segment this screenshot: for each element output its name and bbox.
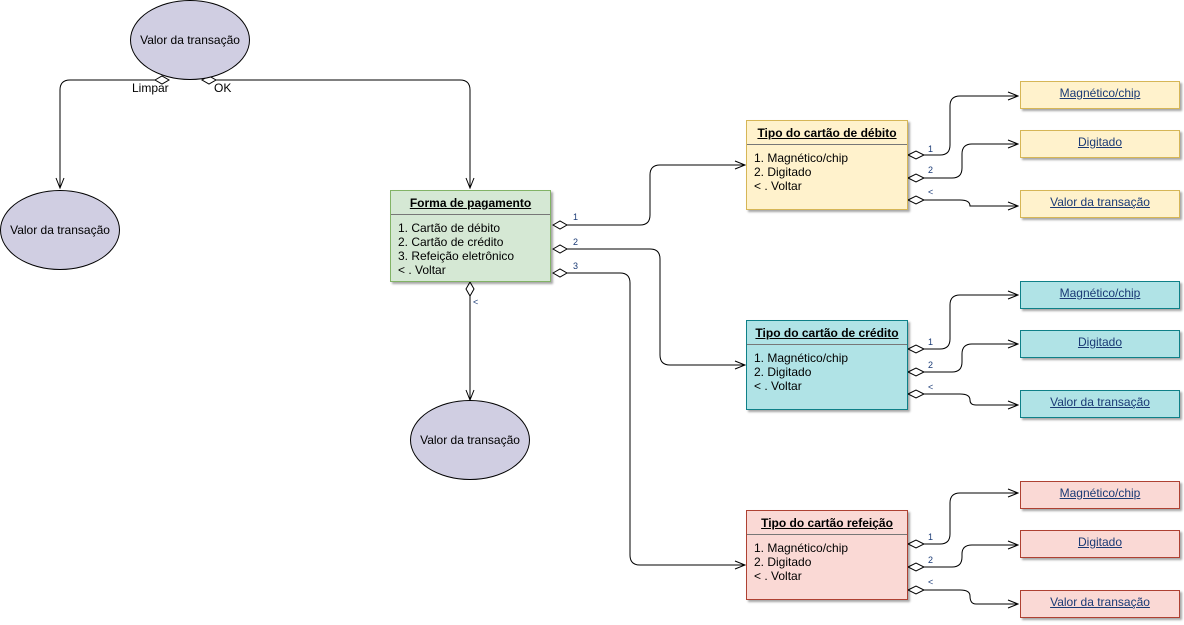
edge-refeicao-1 (924, 493, 1018, 545)
class-cartao-debito[interactable]: Tipo do cartão de débito 1. Magnético/ch… (746, 120, 908, 210)
edge-debito-1 (924, 96, 1018, 156)
diamond-forma-1 (551, 220, 569, 230)
edge-label-1: 1 (928, 144, 934, 154)
diamond-credito-back (906, 389, 926, 399)
node-label: Digitado (1077, 135, 1123, 149)
edge-forma-debito (567, 165, 745, 226)
list-item: 1. Magnético/chip (754, 541, 849, 555)
edge-label-2: 2 (928, 165, 934, 175)
diamond-debito-1 (906, 150, 926, 160)
edge-refeicao-2 (924, 545, 1018, 568)
list-item: < . Voltar (398, 263, 446, 277)
node-debito-magnetico-chip[interactable]: Magnético/chip (1020, 81, 1180, 109)
class-title: Tipo do cartão de crédito (747, 321, 907, 345)
node-credito-digitado[interactable]: Digitado (1020, 330, 1180, 358)
edge-label-back: < (473, 297, 479, 307)
edge-label-1: 1 (928, 532, 934, 542)
list-item: < . Voltar (754, 569, 802, 583)
diamond-credito-1 (906, 344, 926, 354)
diamond-refeicao-2 (906, 562, 926, 572)
edge-label-limpar: Limpar (132, 81, 169, 95)
node-credito-valor-transacao[interactable]: Valor da transação (1020, 390, 1180, 418)
edge-label-back: < (928, 187, 934, 197)
node-refeicao-digitado[interactable]: Digitado (1020, 530, 1180, 558)
edge-debito-2 (924, 144, 1018, 179)
class-cartao-refeicao[interactable]: Tipo do cartão refeição 1. Magnético/chi… (746, 510, 908, 600)
list-item: 2. Digitado (754, 365, 812, 379)
edge-ok (209, 79, 470, 188)
edge-label-back: < (928, 577, 934, 587)
diamond-forma-3 (551, 268, 569, 278)
diamond-refeicao-1 (906, 539, 926, 549)
list-item: 1. Magnético/chip (754, 351, 849, 365)
class-title: Tipo do cartão refeição (747, 511, 907, 535)
diamond-forma-back (465, 280, 475, 298)
class-cartao-credito[interactable]: Tipo do cartão de crédito 1. Magnético/c… (746, 320, 908, 410)
node-debito-digitado[interactable]: Digitado (1020, 130, 1180, 158)
class-title: Forma de pagamento (391, 191, 550, 215)
ellipse-label: Valor da transação (10, 223, 110, 237)
edge-forma-refeicao (567, 272, 745, 565)
edge-credito-2 (924, 344, 1018, 373)
edge-label-2: 2 (928, 360, 934, 370)
class-items: 1. Magnético/chip 2. Digitado < . Voltar (747, 145, 907, 193)
diamond-forma-2 (551, 244, 569, 254)
node-label: Magnético/chip (1059, 286, 1141, 300)
diamond-limpar (153, 75, 171, 85)
node-refeicao-valor-transacao[interactable]: Valor da transação (1020, 590, 1180, 618)
edge-credito-back (924, 393, 1018, 405)
list-item: 2. Cartão de crédito (398, 235, 504, 249)
edge-debito-back (924, 199, 1018, 206)
edge-forma-credito (567, 248, 745, 365)
edge-label-1: 1 (928, 337, 934, 347)
class-forma-pagamento[interactable]: Forma de pagamento 1. Cartão de débito 2… (390, 190, 551, 282)
list-item: 2. Digitado (754, 555, 812, 569)
list-item: < . Voltar (754, 179, 802, 193)
node-debito-valor-transacao[interactable]: Valor da transação (1020, 190, 1180, 218)
class-items: 1. Magnético/chip 2. Digitado < . Voltar (747, 345, 907, 393)
edge-label-2: 2 (928, 555, 934, 565)
list-item: 3. Refeição eletrônico (398, 249, 515, 263)
node-label: Valor da transação (1050, 195, 1150, 209)
list-item: 1. Magnético/chip (754, 151, 849, 165)
node-credito-magnetico-chip[interactable]: Magnético/chip (1020, 281, 1180, 309)
class-items: 1. Cartão de débito 2. Cartão de crédito… (391, 215, 550, 277)
node-label: Digitado (1077, 535, 1123, 549)
node-label: Magnético/chip (1059, 86, 1141, 100)
diamond-credito-2 (906, 367, 926, 377)
ellipse-valor-transacao-left[interactable]: Valor da transação (0, 190, 120, 270)
ellipse-valor-transacao-top[interactable]: Valor da transação (130, 0, 250, 80)
diamond-debito-2 (906, 173, 926, 183)
node-label: Valor da transação (1050, 395, 1150, 409)
node-label: Valor da transação (1050, 595, 1150, 609)
class-title: Tipo do cartão de débito (747, 121, 907, 145)
edge-label-1: 1 (573, 212, 579, 222)
ellipse-label: Valor da transação (420, 433, 520, 447)
edge-label-ok: OK (214, 81, 232, 95)
node-label: Magnético/chip (1059, 486, 1141, 500)
edge-refeicao-back (924, 589, 1018, 604)
ellipse-valor-transacao-bottom[interactable]: Valor da transação (410, 400, 530, 480)
node-refeicao-magnetico-chip[interactable]: Magnético/chip (1020, 481, 1180, 509)
edge-credito-1 (924, 295, 1018, 350)
list-item: 2. Digitado (754, 165, 812, 179)
edge-label-2: 2 (573, 237, 579, 247)
list-item: 1. Cartão de débito (398, 221, 501, 235)
edge-label-back: < (928, 382, 934, 392)
ellipse-label: Valor da transação (140, 33, 240, 47)
edge-label-3: 3 (573, 261, 579, 271)
edge-limpar (60, 79, 162, 188)
node-label: Digitado (1077, 335, 1123, 349)
diamond-refeicao-back (906, 585, 926, 595)
list-item: < . Voltar (754, 379, 802, 393)
diamond-debito-back (906, 195, 926, 205)
class-items: 1. Magnético/chip 2. Digitado < . Voltar (747, 535, 907, 583)
